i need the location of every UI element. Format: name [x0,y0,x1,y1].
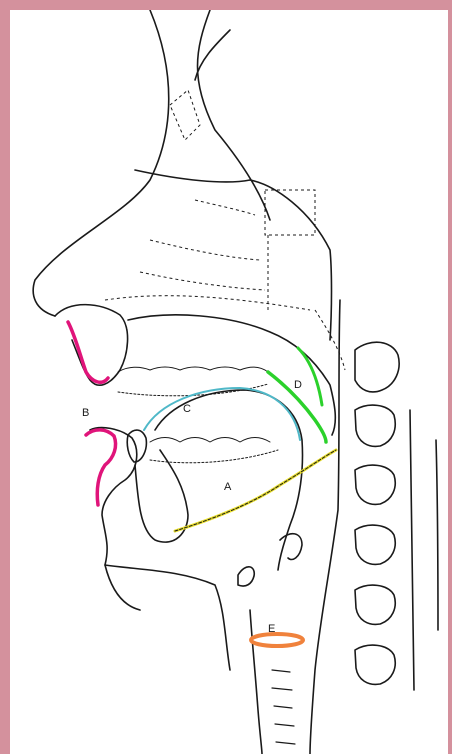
trachea-ring [272,688,292,690]
tongue-body [155,390,303,570]
upper-teeth [118,367,268,372]
label-b: B [82,407,89,419]
trachea-ring [275,724,294,726]
label-e: E [268,623,275,635]
trachea-ring [272,670,290,672]
larynx-highlight [251,634,303,646]
vertebra-c3 [355,465,395,504]
lower-teeth-base [150,450,278,463]
sinus-outline [170,90,200,140]
label-a: A [224,481,232,493]
head-sagittal-section: A B C D E [10,10,448,754]
pharynx-wall [310,300,340,754]
dashed-structures [105,90,345,370]
vertebra-c5 [355,585,395,624]
spinal-canal-back [436,440,438,630]
turbinate-2 [150,240,260,260]
lower-lip [90,428,140,610]
lips-highlight-upper [68,322,108,382]
diagram-canvas: A B C D E [10,10,448,754]
jaw-underside [105,565,230,670]
velum-highlight-top [298,348,322,405]
turbinate-1 [195,200,255,215]
nasal-bone [198,10,271,220]
upper-lip [55,305,128,386]
turbinate-3 [140,272,265,290]
vertebra-c1 [355,342,399,392]
lower-teeth [150,438,270,443]
vertebra-c2 [355,405,395,446]
face-profile-upper [33,10,169,316]
trachea-ring [276,742,295,744]
nasal-floor [105,296,310,310]
frontal-crest [195,30,230,80]
trachea-ring [274,706,292,708]
vertebra-c4 [355,525,395,564]
hyoid [238,567,254,586]
highlights [68,322,336,646]
label-c: C [183,403,191,415]
spinal-canal-front [410,410,414,690]
larynx-front [250,610,262,754]
sphenoid-box [265,190,315,235]
palate [128,315,335,435]
label-d: D [294,379,302,391]
vertebra-c6 [355,645,395,684]
lips-highlight-lower [86,430,116,505]
